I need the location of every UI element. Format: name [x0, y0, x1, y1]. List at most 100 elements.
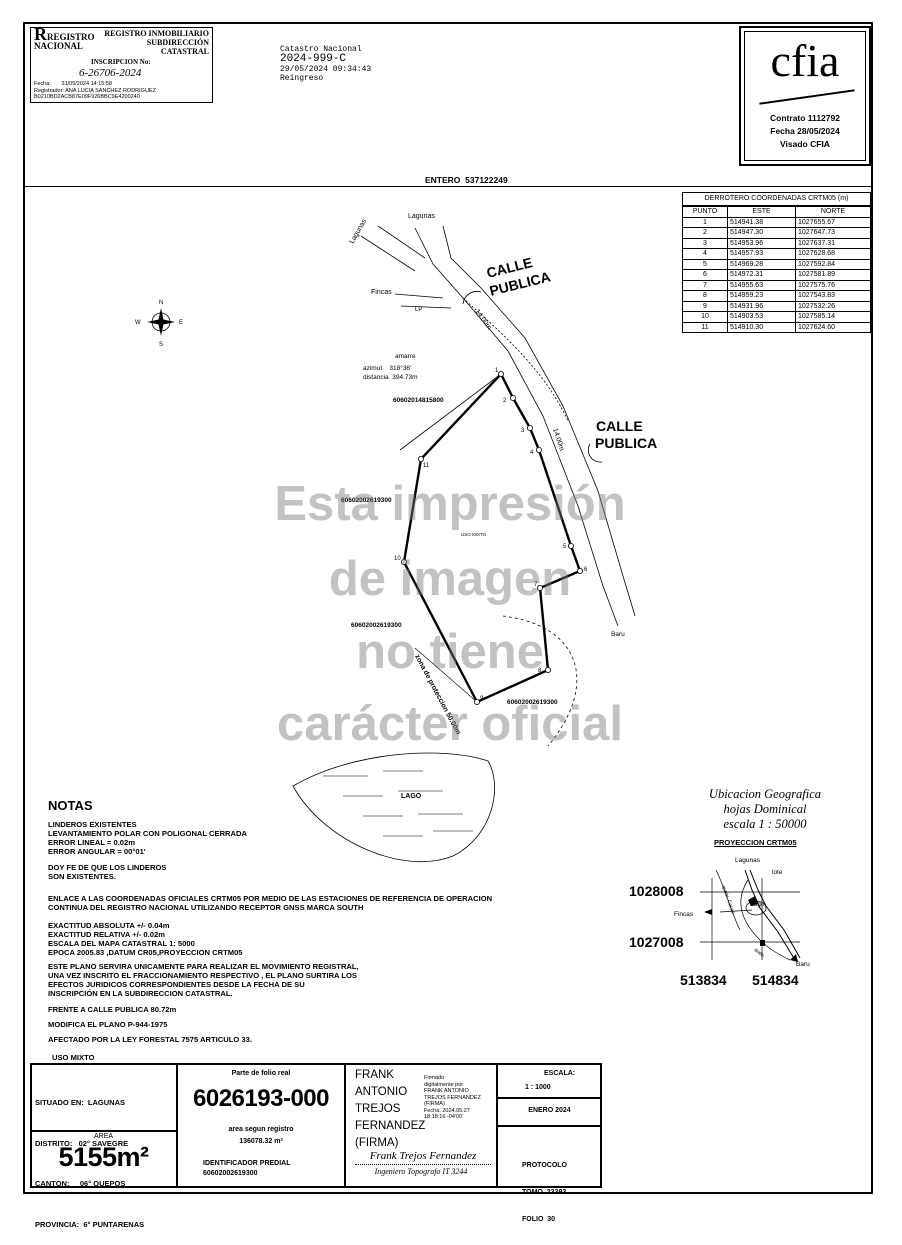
road-edge-right — [442, 225, 636, 617]
vertex-marker — [545, 666, 552, 673]
page-frame — [23, 22, 873, 1194]
vertex-label: 11 — [423, 463, 430, 469]
area-box — [30, 1131, 177, 1188]
catastro-status: Reingreso — [280, 74, 324, 83]
signature: Frank Trejos Fernandez — [369, 1150, 477, 1162]
label-lagunas-left: Lagunas — [349, 218, 369, 245]
loc-east-2: 514834 — [752, 972, 799, 988]
label-parcel-3: 60602002619300 — [351, 622, 402, 629]
vertex-label: 9 — [480, 696, 484, 702]
escala-value: 1 : 1000 — [525, 1084, 551, 1091]
vertex-marker — [537, 584, 544, 591]
loc-east-1: 513834 — [680, 972, 727, 988]
area-registro-label: area segun registro — [228, 1126, 294, 1133]
firmado-digital: Firmado digitalmente por FRANK ANTONIO T… — [424, 1075, 481, 1120]
label-parcel-4: 60602002619300 — [507, 699, 558, 706]
escala-box — [497, 1063, 602, 1098]
firma-name: FRANK ANTONIO TREJOS FERNANDEZ (FIRMA) — [355, 1069, 426, 1149]
loc-north-2: 1027008 — [629, 934, 684, 950]
watermark-line-4: carácter oficial — [277, 697, 623, 751]
folio-box — [177, 1063, 345, 1188]
vertex-marker — [497, 370, 504, 377]
vertex-label: 8 — [538, 668, 542, 674]
cell-este: 514953.96 — [726, 237, 797, 249]
catastro-number: 2024-999-C — [280, 53, 347, 65]
col-este: ESTE — [726, 206, 797, 218]
cfia-stamp: cfia Contrato 1112792 Fecha 28/05/2024 V… — [739, 26, 871, 166]
label-calle-2b: PUBLICA — [595, 435, 657, 451]
uso-mixto-label: USO MIXTO — [52, 1053, 95, 1062]
vertex-label: 7 — [534, 582, 538, 588]
cell-norte: 1027637.31 — [795, 237, 871, 249]
signature-rule — [355, 1164, 491, 1165]
registry-fecha: Fecha: 31/05/2024 14:15:58 — [34, 81, 112, 87]
identificador-value: 60602002619300 — [203, 1170, 258, 1177]
notes-body: LINDEROS EXISTENTES LEVANTAMIENTO POLAR … — [48, 820, 493, 1044]
escala-label: ESCALA: — [544, 1070, 576, 1077]
label-calle-2a: CALLE — [596, 418, 643, 434]
compass-e: E — [179, 320, 183, 326]
arc-2 — [587, 443, 603, 463]
cell-norte: 1027647.73 — [795, 227, 871, 239]
header-divider — [23, 186, 873, 187]
label-parcel-2: 60602002619300 — [341, 497, 392, 504]
loc-label-lago: Lago — [750, 901, 765, 908]
parcel-polygon — [402, 373, 582, 704]
vertex-label: 10 — [394, 556, 401, 562]
ingeniero-label: Ingeniero Topografo IT 3244 — [374, 1167, 468, 1176]
area-label: AREA — [93, 1133, 114, 1140]
road-branch-fincas — [394, 293, 452, 309]
cell-este: 514941.38 — [726, 216, 797, 228]
road-edge-left — [414, 227, 619, 627]
cfia-logo: cfia — [770, 35, 840, 86]
protocolo-block: PROTOCOLO TOMO 23393 FOLIO 30 — [522, 1162, 567, 1223]
area-registro-value: 136078.32 m² — [239, 1138, 283, 1145]
area-value: 5155m² — [58, 1142, 149, 1172]
label-distancia: distancia 394.73m — [363, 374, 418, 381]
vertex-label: 2 — [503, 398, 507, 404]
catastro-title: Catastro Nacional — [280, 45, 362, 54]
cell-este: 514947.30 — [726, 227, 797, 239]
vertex-label: 1 — [495, 368, 499, 374]
vertex-marker — [473, 699, 480, 706]
label-parcel-1: 60602014815800 — [393, 397, 444, 404]
derrotero-title: DERROTERO COORDENADAS CRTM05 (m) — [682, 192, 871, 206]
vertex-marker — [536, 446, 543, 453]
compass-n: N — [159, 300, 163, 306]
ubicacion-title: Ubicacion Geografica hojas Dominical esc… — [708, 787, 822, 831]
inscription-number: 6-26706-2024 — [79, 67, 142, 79]
arc-1 — [462, 291, 482, 305]
vertex-marker — [526, 424, 533, 431]
fecha-box — [497, 1098, 602, 1126]
label-width-2: 14.00m — [551, 427, 565, 452]
label-uso: USO MIXTO — [461, 532, 487, 537]
label-width-1: 14.00m — [473, 308, 492, 331]
label-amarre: amarre — [395, 353, 416, 360]
registry-title: REGISTRO INMOBILIARIO SUBDIRECCIÓN CATAS… — [104, 29, 209, 56]
protection-line — [414, 647, 478, 703]
folio-label: Parte de folio real — [231, 1070, 291, 1077]
catastro-block: Catastro Nacional 2024-999-C 29/05/2024 … — [280, 45, 371, 83]
cfia-details: Contrato 1112792 Fecha 28/05/2024 Visado… — [770, 113, 840, 149]
inscription-label: INSCRIPCION No: — [91, 58, 151, 66]
compass-s: S — [159, 342, 163, 348]
location-map: Lagunas lote Lago Fincas Baru quebr. Cac… — [674, 857, 810, 968]
identificador-label: IDENTIFICADOR PREDIAL — [203, 1160, 291, 1167]
compass-rose-icon: N S E W — [135, 300, 183, 348]
protection-arc — [502, 615, 578, 747]
compass-w: W — [135, 320, 141, 326]
protocolo-box — [497, 1126, 602, 1188]
cell-norte: 1027655.67 — [795, 216, 871, 228]
vertex-marker — [509, 394, 516, 401]
cell-norte: 1027624.60 — [795, 321, 871, 333]
lago-shore — [292, 752, 495, 863]
watermark-line-2: de imagen — [328, 552, 572, 606]
col-norte: NORTE — [795, 206, 871, 218]
vertex-marker — [568, 542, 575, 549]
